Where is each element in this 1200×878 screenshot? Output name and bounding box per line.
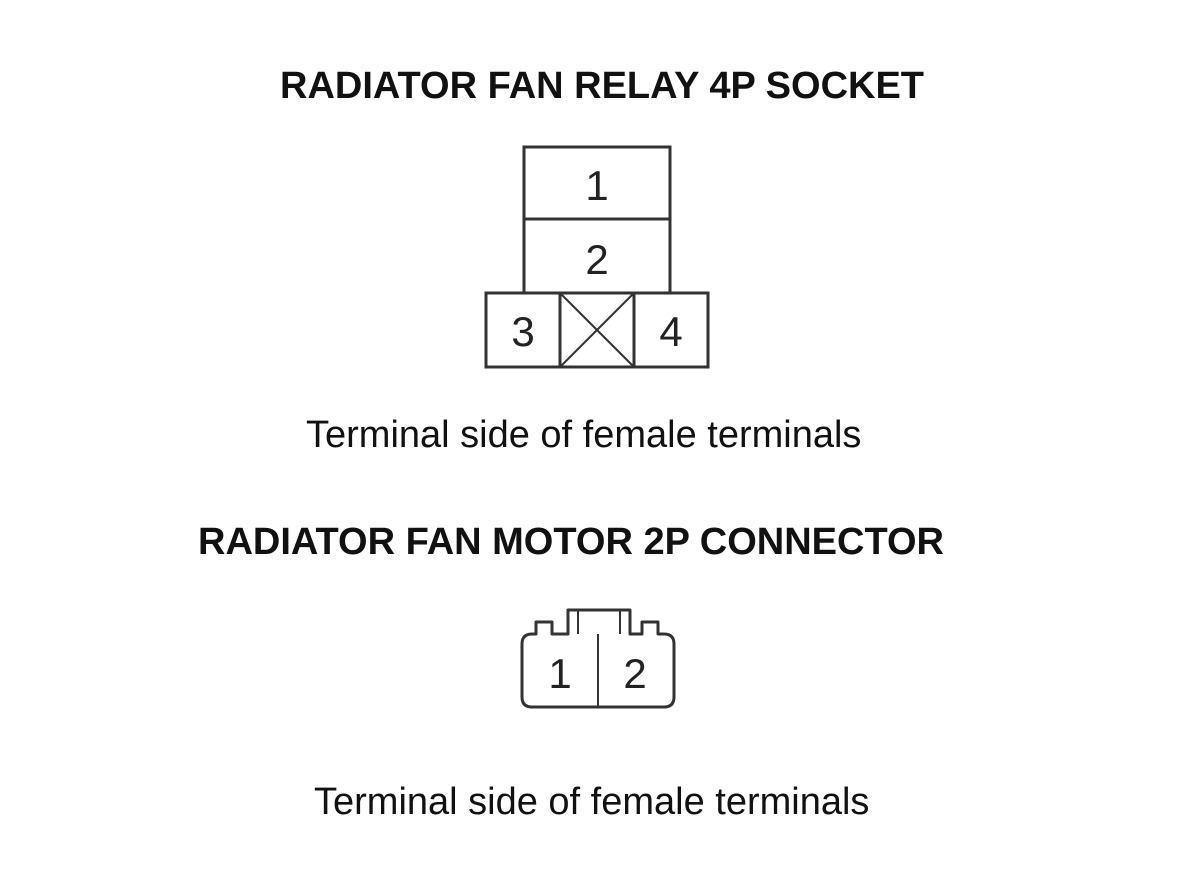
relay-pin-1-label: 1 — [585, 162, 608, 209]
relay-pin-4-label: 4 — [659, 308, 682, 355]
relay-socket-title: RADIATOR FAN RELAY 4P SOCKET — [280, 65, 925, 107]
relay-pin-2-label: 2 — [585, 236, 608, 283]
motor-pin-2-label: 2 — [623, 650, 646, 697]
relay-socket-caption: Terminal side of female terminals — [306, 414, 862, 456]
motor-pin-1-label: 1 — [548, 650, 571, 697]
relay-blank-cross-b — [559, 292, 635, 368]
motor-connector-caption: Terminal side of female terminals — [314, 781, 870, 823]
motor-connector-title: RADIATOR FAN MOTOR 2P CONNECTOR — [198, 521, 944, 563]
motor-connector-housing — [520, 608, 676, 709]
relay-pin-4-cell — [632, 291, 710, 369]
relay-pin-3-label: 3 — [511, 308, 534, 355]
